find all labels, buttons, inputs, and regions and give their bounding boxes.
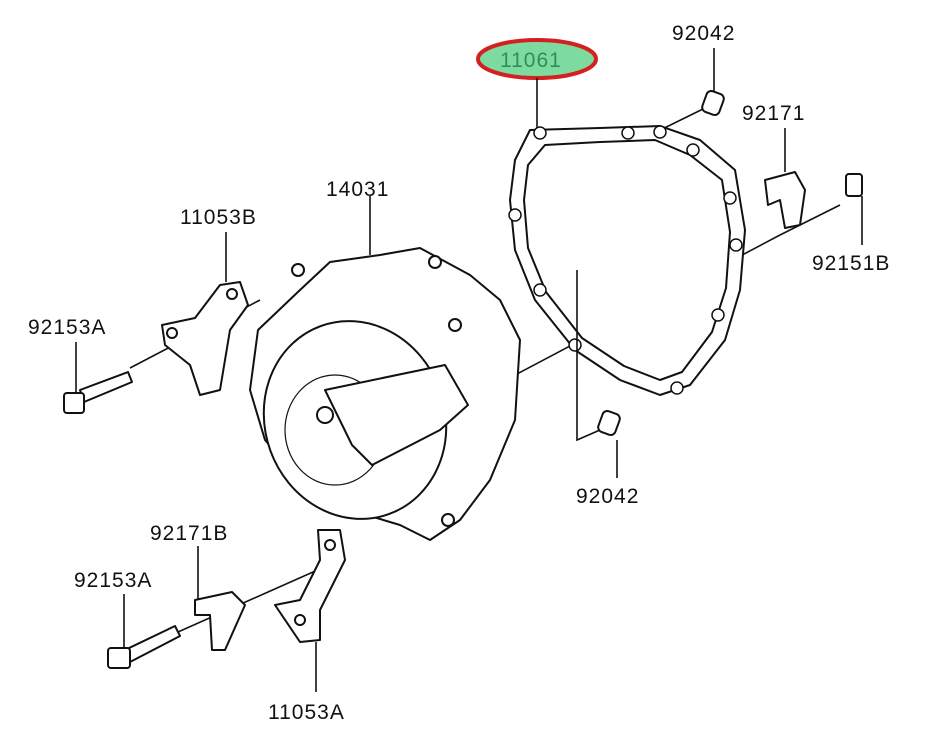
highlight-fill <box>480 41 594 77</box>
clamp-part[interactable] <box>764 171 806 229</box>
dowel-bracket-line <box>576 270 601 442</box>
dowel-bottom-part[interactable] <box>597 409 621 437</box>
label-bracket-lower[interactable]: 11053A <box>268 701 345 724</box>
bolt-lower-left-part[interactable] <box>107 625 181 669</box>
label-clamp-lower[interactable]: 92171B <box>150 522 228 545</box>
label-cover[interactable]: 14031 <box>326 178 389 201</box>
label-bolt-lower-left[interactable]: 92153A <box>74 569 152 592</box>
bolt-upper-left-part[interactable] <box>63 371 133 414</box>
bolt-right-part[interactable] <box>845 173 863 197</box>
label-bolt-right[interactable]: 92151B <box>812 252 890 275</box>
label-gasket[interactable]: 11061 <box>500 49 562 72</box>
bracket-lower-part[interactable] <box>274 529 346 643</box>
label-bolt-upper-left[interactable]: 92153A <box>28 316 106 339</box>
label-dowel-top[interactable]: 92042 <box>672 22 735 45</box>
label-bracket-upper[interactable]: 11053B <box>180 206 257 229</box>
clamp-lower-part[interactable] <box>194 591 246 651</box>
dowel-top-part[interactable] <box>701 89 725 117</box>
cover-part[interactable] <box>236 247 521 545</box>
gasket-part[interactable] <box>508 125 746 396</box>
bracket-upper-part[interactable] <box>161 281 249 396</box>
label-dowel-bottom[interactable]: 92042 <box>576 485 639 508</box>
label-clamp[interactable]: 92171 <box>742 102 805 125</box>
